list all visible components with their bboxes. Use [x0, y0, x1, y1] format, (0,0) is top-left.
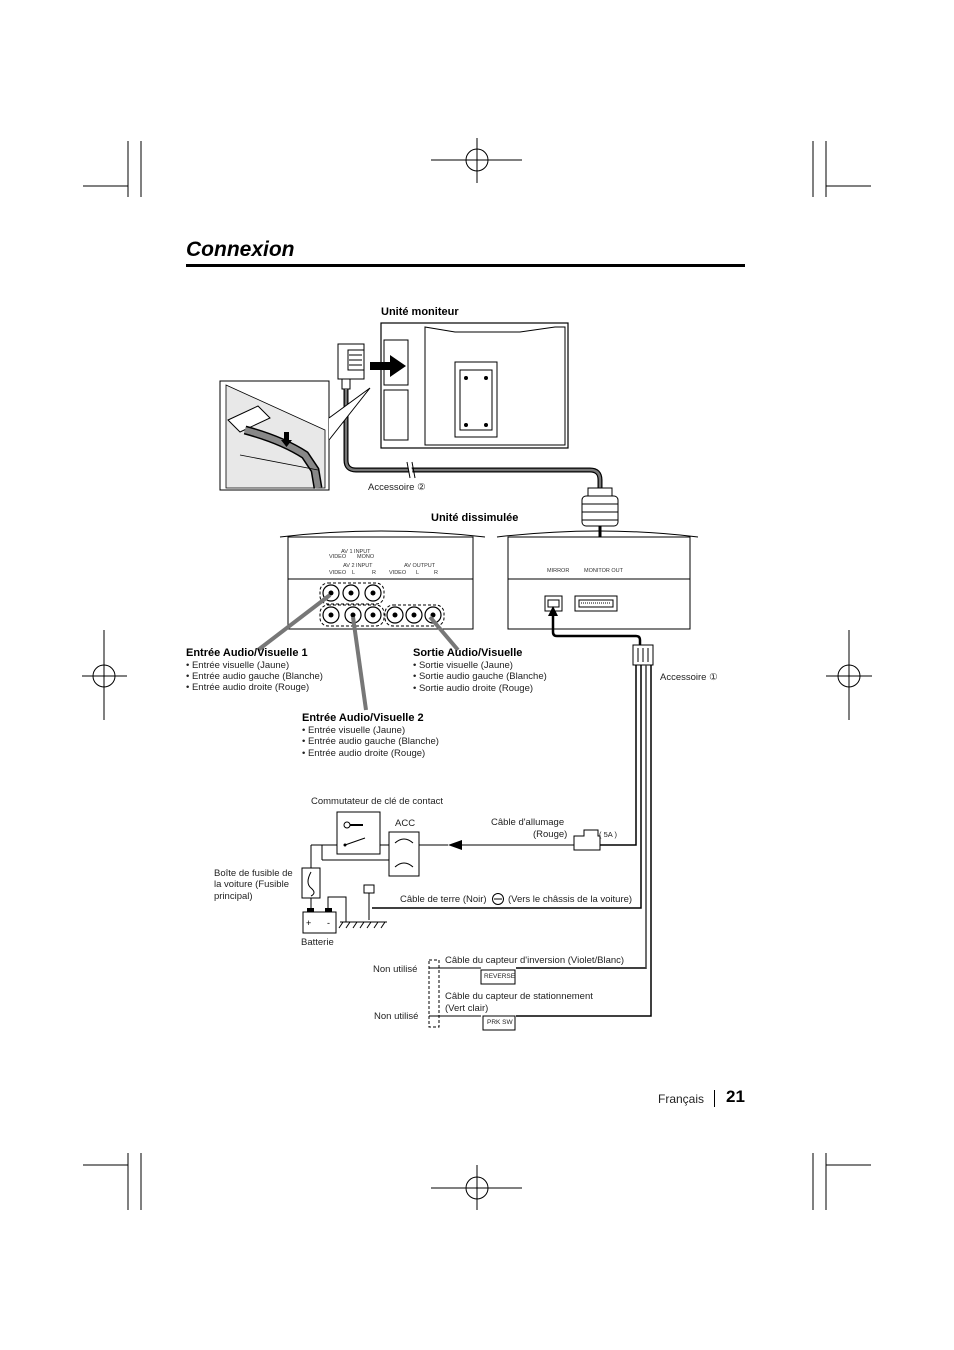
- svg-text:+: +: [306, 918, 311, 928]
- panel-video-3: VIDEO: [389, 570, 407, 576]
- registration-marks: [82, 138, 872, 1210]
- label-batterie: Batterie: [301, 937, 334, 948]
- entree-1-title: Entrée Audio/Visuelle 1: [186, 647, 308, 659]
- entree-1-item: • Entrée visuelle (Jaune): [186, 660, 290, 671]
- panel-r: R: [372, 570, 376, 576]
- label-cable-terre-chassis: (Vers le châssis de la voiture): [508, 894, 633, 905]
- label-accessoire-1: Accessoire ①: [660, 672, 718, 683]
- panel-mono: MONO: [357, 554, 375, 560]
- monitor-unit: [380, 322, 569, 449]
- page-number: 21: [726, 1087, 745, 1106]
- label-reverse: REVERSE: [484, 973, 516, 980]
- panel-av2-input: AV 2 INPUT: [343, 563, 373, 569]
- car-fuse-box: [301, 867, 321, 912]
- entree-2-item: • Entrée audio gauche (Blanche): [302, 736, 439, 747]
- label-cable-allumage: Câble d'allumage: [491, 817, 565, 828]
- label-capteur-inversion: Câble du capteur d'inversion (Violet/Bla…: [445, 955, 625, 966]
- connector-detail-inset: [219, 380, 371, 491]
- sortie-item: • Sortie audio gauche (Blanche): [413, 671, 547, 682]
- harness-link: [551, 611, 642, 646]
- hidden-unit-left: [279, 530, 486, 630]
- label-capteur-stationnement: Câble du capteur de stationnement: [445, 991, 593, 1002]
- svg-text:-: -: [327, 918, 330, 928]
- panel-video-2: VIDEO: [329, 570, 347, 576]
- callout-lines: [256, 593, 460, 711]
- entree-1-item: • Entrée audio droite (Rouge): [186, 682, 310, 693]
- panel-l-2: L: [416, 570, 420, 576]
- entree-2-title: Entrée Audio/Visuelle 2: [302, 712, 424, 724]
- panel-av1-input: AV 1 INPUT: [341, 549, 371, 555]
- page-language: Français: [658, 1092, 705, 1106]
- label-boite-fusible: la voiture (Fusible: [214, 879, 289, 890]
- panel-l: L: [352, 570, 356, 576]
- entree-1-item: • Entrée audio gauche (Blanche): [186, 671, 323, 682]
- fuse-holder: [470, 829, 601, 851]
- sortie-item: • Sortie visuelle (Jaune): [413, 660, 513, 671]
- unused-wires: [428, 959, 516, 1031]
- page-title: Connexion: [186, 238, 295, 261]
- label-boite-fusible: Boîte de fusible de: [214, 868, 293, 879]
- entree-2-item: • Entrée visuelle (Jaune): [302, 725, 406, 736]
- label-acc: ACC: [395, 818, 416, 829]
- label-accessoire-2: Accessoire ②: [368, 482, 426, 493]
- crop-marks: [83, 141, 871, 1210]
- label-commutateur: Commutateur de clé de contact: [311, 796, 444, 807]
- panel-video-1: VIDEO: [329, 554, 347, 560]
- ignition-switch: [310, 811, 448, 877]
- label-fuse: ( 5A ): [599, 830, 617, 839]
- label-cable-terre: Câble de terre (Noir): [400, 894, 487, 905]
- title-rule: [186, 264, 745, 267]
- sortie-title: Sortie Audio/Visuelle: [413, 647, 523, 659]
- fuse-value: 5A: [603, 830, 613, 839]
- label-non-utilise: Non utilisé: [373, 964, 418, 975]
- label-cable-allumage-color: (Rouge): [533, 829, 568, 840]
- label-unite-dissimulee: Unité dissimulée: [431, 512, 519, 524]
- page-number-divider: [714, 1090, 715, 1107]
- chassis-ground: [338, 884, 504, 929]
- label-prk-sw: PRK SW: [487, 1019, 513, 1026]
- label-non-utilise: Non utilisé: [374, 1011, 419, 1022]
- label-capteur-stationnement-color: (Vert clair): [445, 1003, 489, 1014]
- panel-r-2: R: [434, 570, 438, 576]
- battery: + -: [302, 896, 347, 934]
- label-unite-moniteur: Unité moniteur: [381, 306, 459, 318]
- hidden-unit-right: [496, 530, 699, 630]
- panel-mirror: MIRROR: [547, 568, 570, 574]
- sortie-item: • Sortie audio droite (Rouge): [413, 683, 534, 694]
- label-boite-fusible: principal): [214, 891, 253, 902]
- harness-wires: [372, 665, 652, 1017]
- panel-monitor-out: MONITOR OUT: [584, 568, 624, 574]
- monitor-connector: [337, 343, 365, 390]
- arrow-ignition: [448, 840, 462, 850]
- panel-av-output: AV OUTPUT: [404, 563, 436, 569]
- entree-2-item: • Entrée audio droite (Rouge): [302, 748, 426, 759]
- arrow-monitor: [370, 355, 406, 377]
